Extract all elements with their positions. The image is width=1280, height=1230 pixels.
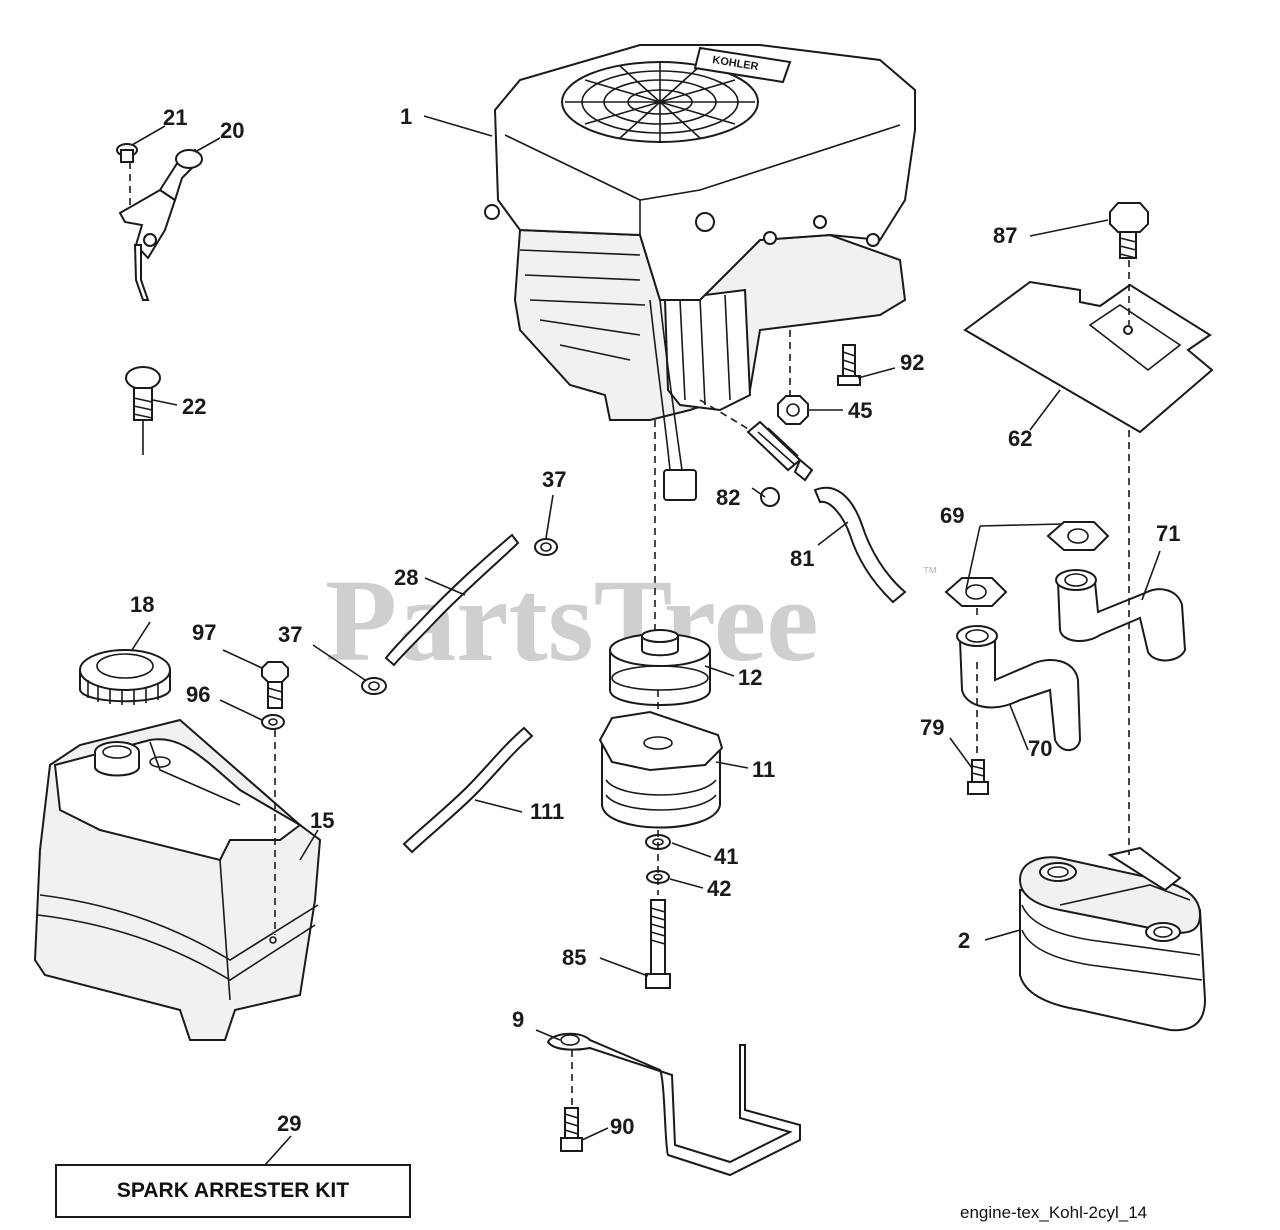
callout-96: 96	[186, 682, 210, 707]
callout-18: 18	[130, 592, 154, 617]
callout-81: 81	[790, 546, 814, 571]
callout-37-lower: 37	[278, 622, 302, 647]
part-nut-45[interactable]	[777, 395, 809, 425]
part-clutch-11[interactable]	[598, 710, 724, 829]
callout-29: 29	[277, 1111, 301, 1136]
part-bolt-92[interactable]	[837, 344, 861, 386]
callout-20: 20	[220, 118, 244, 143]
part-throttle-20[interactable]	[118, 148, 203, 301]
callout-11: 11	[752, 757, 775, 782]
callout-9: 9	[512, 1007, 524, 1032]
callout-41: 41	[714, 844, 738, 869]
callout-71: 71	[1156, 521, 1180, 546]
callout-111: 111	[530, 799, 564, 824]
callout-45: 45	[848, 398, 872, 423]
part-gasket-69b[interactable]	[1046, 521, 1110, 551]
part-washer-96[interactable]	[261, 714, 285, 730]
part-bolt-79[interactable]	[967, 759, 989, 795]
part-fuel-filter-82[interactable]	[746, 420, 814, 507]
part-shield-62[interactable]	[963, 280, 1214, 434]
callout-62: 62	[1008, 426, 1032, 451]
callout-28: 28	[394, 565, 418, 590]
diagram-caption: engine-tex_Kohl-2cyl_14	[960, 1203, 1147, 1222]
part-pipe-71[interactable]	[1055, 569, 1187, 662]
watermark: PartsTree ™	[325, 555, 938, 686]
part-fuel-line-28[interactable]	[384, 533, 520, 667]
callout-69: 69	[940, 503, 964, 528]
callout-labels: 1 21 20 22 87 92 45 62 82 81 37 28 37 12…	[130, 104, 1180, 1139]
part-gasket-69a[interactable]	[944, 577, 1008, 607]
spark-arrester-kit-label: SPARK ARRESTER KIT	[117, 1179, 349, 1202]
callout-42: 42	[707, 876, 731, 901]
part-bolt-97[interactable]	[261, 661, 289, 709]
part-screw-21[interactable]	[116, 143, 138, 163]
part-bracket-9[interactable]	[546, 1032, 801, 1177]
part-muffler-2[interactable]	[1018, 846, 1207, 1032]
part-fuel-tank-15[interactable]	[33, 718, 322, 1041]
part-engine[interactable]: KOHLER	[484, 44, 916, 501]
part-choke-22[interactable]	[125, 366, 161, 455]
callout-79: 79	[920, 715, 944, 740]
callout-37-top: 37	[542, 467, 566, 492]
callout-87: 87	[993, 223, 1017, 248]
callout-70: 70	[1028, 736, 1052, 761]
part-clamp-37-top[interactable]	[534, 538, 558, 556]
part-bolt-90[interactable]	[560, 1107, 583, 1152]
callout-97: 97	[192, 620, 216, 645]
callout-92: 92	[900, 350, 924, 375]
callout-2: 2	[958, 928, 970, 953]
part-pulley-12[interactable]	[609, 629, 711, 706]
spark-arrester-kit-box[interactable]: SPARK ARRESTER KIT	[55, 1164, 411, 1218]
callout-85: 85	[562, 945, 586, 970]
alignment-lines	[129, 162, 1130, 1105]
callout-21: 21	[163, 105, 187, 130]
part-pipe-70[interactable]	[956, 625, 1082, 752]
part-bolt-87[interactable]	[1109, 202, 1149, 259]
part-clamp-37-lower[interactable]	[361, 677, 387, 695]
callout-82: 82	[716, 485, 740, 510]
part-bolt-85[interactable]	[645, 899, 671, 989]
callout-22: 22	[182, 394, 206, 419]
callout-90: 90	[610, 1114, 634, 1139]
callout-1: 1	[400, 104, 412, 129]
part-fuel-cap-18[interactable]	[79, 649, 171, 705]
leader-lines	[131, 115, 1161, 1166]
part-hose-81[interactable]	[813, 486, 907, 604]
watermark-trademark: ™	[922, 565, 938, 582]
part-hose-111[interactable]	[402, 726, 534, 854]
watermark-text: PartsTree	[325, 555, 819, 686]
callout-12: 12	[738, 665, 762, 690]
callout-15: 15	[310, 808, 334, 833]
